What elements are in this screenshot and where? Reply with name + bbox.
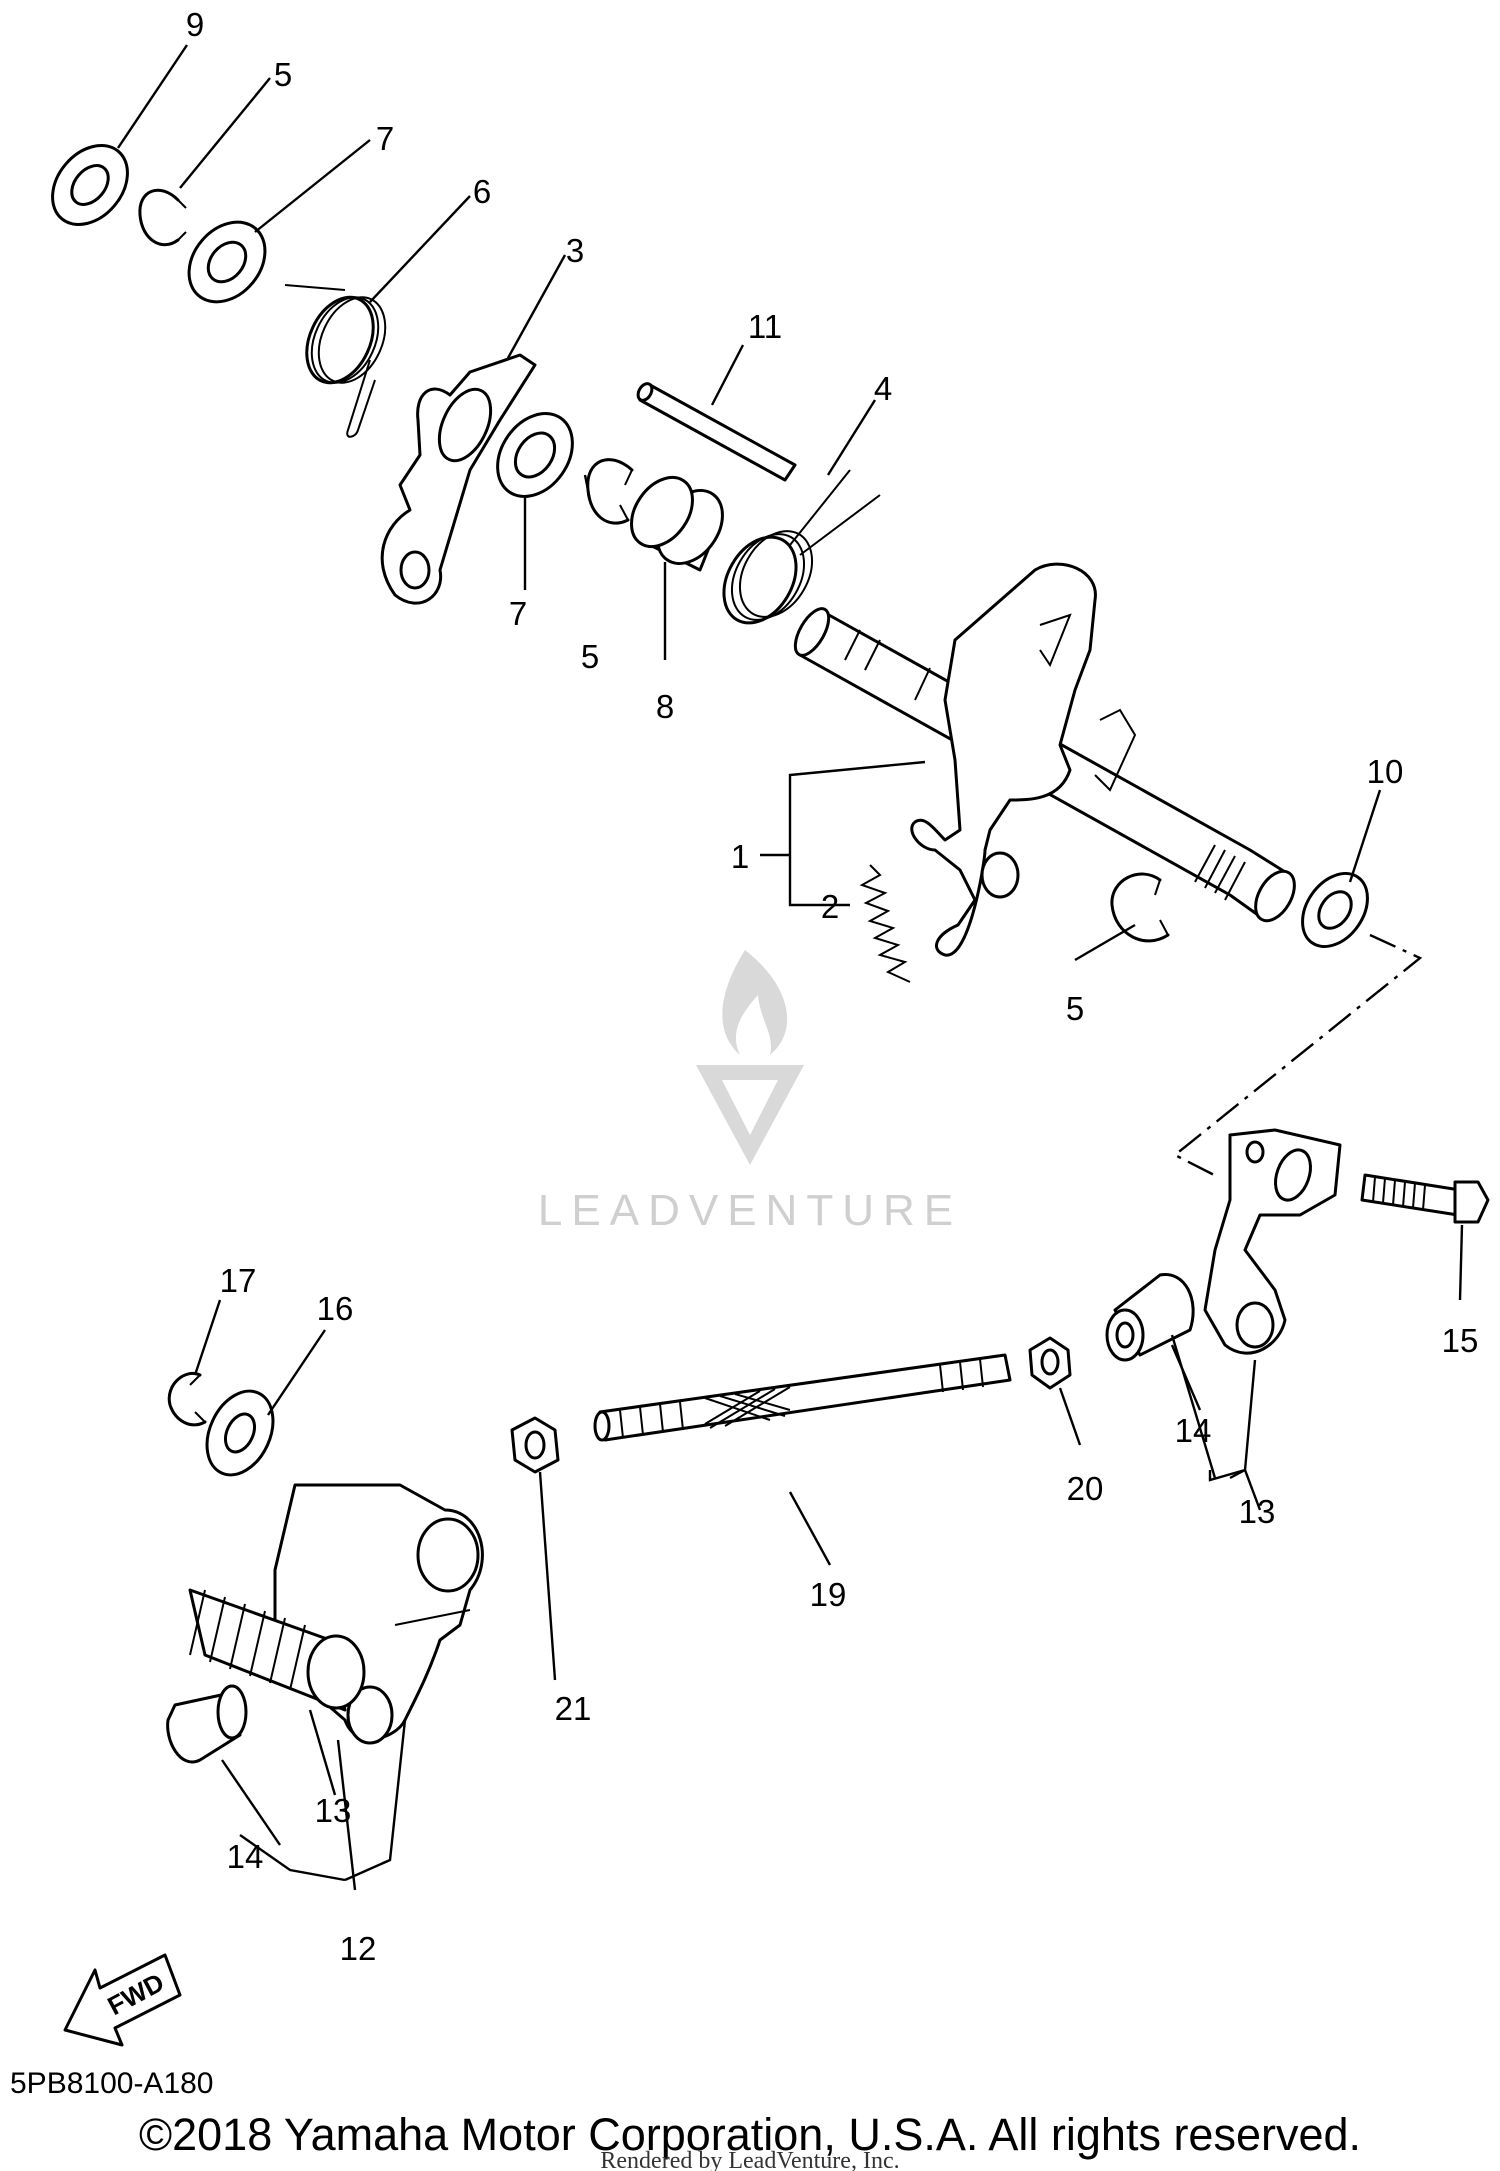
part-13-rubber <box>188 1588 366 1712</box>
callout-3: 3 <box>566 232 584 269</box>
fwd-arrow: FWD <box>63 1953 182 2047</box>
part-7-washer-top <box>187 220 267 304</box>
callout-18: 14 <box>1175 1412 1212 1449</box>
part-11-pin <box>636 382 797 482</box>
part-12-shift-pedal <box>273 1483 484 1745</box>
callout-10: 10 <box>1367 753 1404 790</box>
callout-17: 13 <box>1239 1493 1276 1530</box>
part-8-collar <box>630 475 724 572</box>
callout-22: 21 <box>555 1690 592 1727</box>
part-17-shift-arm <box>1203 1128 1342 1355</box>
alignment-line <box>1172 933 1423 1180</box>
callout-15: 16 <box>317 1290 354 1327</box>
callout-5-mid: 5 <box>581 638 599 675</box>
part-22-nut <box>510 1416 560 1474</box>
part-10-washer <box>1301 872 1369 948</box>
callout-20: 19 <box>810 1576 847 1613</box>
callout-16: 17 <box>220 1262 257 1299</box>
callout-labels: 9 5 7 6 3 11 4 7 5 8 10 1 2 5 15 14 20 1… <box>186 6 1479 1967</box>
callout-11: 11 <box>748 308 782 345</box>
part-18-collar <box>1105 1273 1195 1362</box>
part-3-stopper-lever <box>380 353 537 605</box>
part-6-torsion-spring <box>284 284 387 438</box>
callout-2: 2 <box>821 888 839 925</box>
callout-19: 15 <box>1442 1322 1479 1359</box>
callout-8: 8 <box>656 688 674 725</box>
callout-7-lower: 7 <box>509 595 527 632</box>
callout-7-top: 7 <box>376 120 394 157</box>
callout-9: 9 <box>186 6 204 43</box>
callout-5-top: 5 <box>274 56 292 93</box>
callout-1: 1 <box>731 838 749 875</box>
callout-12: 12 <box>340 1930 377 1967</box>
copyright-notice: ©2018 Yamaha Motor Corporation, U.S.A. A… <box>139 2109 1361 2160</box>
part-19-bolt <box>1360 1173 1490 1224</box>
part-5-circlip-top <box>138 188 187 247</box>
callout-4: 4 <box>874 370 892 407</box>
part-4-return-spring <box>722 469 881 625</box>
part-20-shift-rod <box>593 1353 1012 1442</box>
part-2-spring <box>859 864 911 983</box>
rendered-by: Rendered by LeadVenture, Inc. <box>600 2148 899 2171</box>
watermark-text: LEADVENTURE <box>538 1186 962 1235</box>
part-1-shift-shaft <box>793 562 1296 957</box>
part-16-circlip <box>167 1371 207 1427</box>
callout-21: 20 <box>1067 1470 1104 1507</box>
part-5-circlip-right <box>1110 872 1170 943</box>
callout-6: 6 <box>473 173 491 210</box>
callout-5-right: 5 <box>1066 990 1084 1027</box>
callout-14: 14 <box>227 1838 264 1875</box>
callout-13: 13 <box>315 1792 352 1829</box>
leadventure-watermark-logo: LEADVENTURE <box>538 950 962 1235</box>
leader-lines <box>117 44 1464 1891</box>
part-21-nut <box>1028 1336 1072 1390</box>
diagram-code: 5PB8100-A180 <box>10 2067 214 2100</box>
part-5-circlip-mid <box>586 458 634 525</box>
part-15-washer <box>205 1389 275 1477</box>
part-7-washer-lower <box>496 412 574 498</box>
part-14-bush <box>166 1684 248 1764</box>
part-9-washer <box>51 144 129 226</box>
